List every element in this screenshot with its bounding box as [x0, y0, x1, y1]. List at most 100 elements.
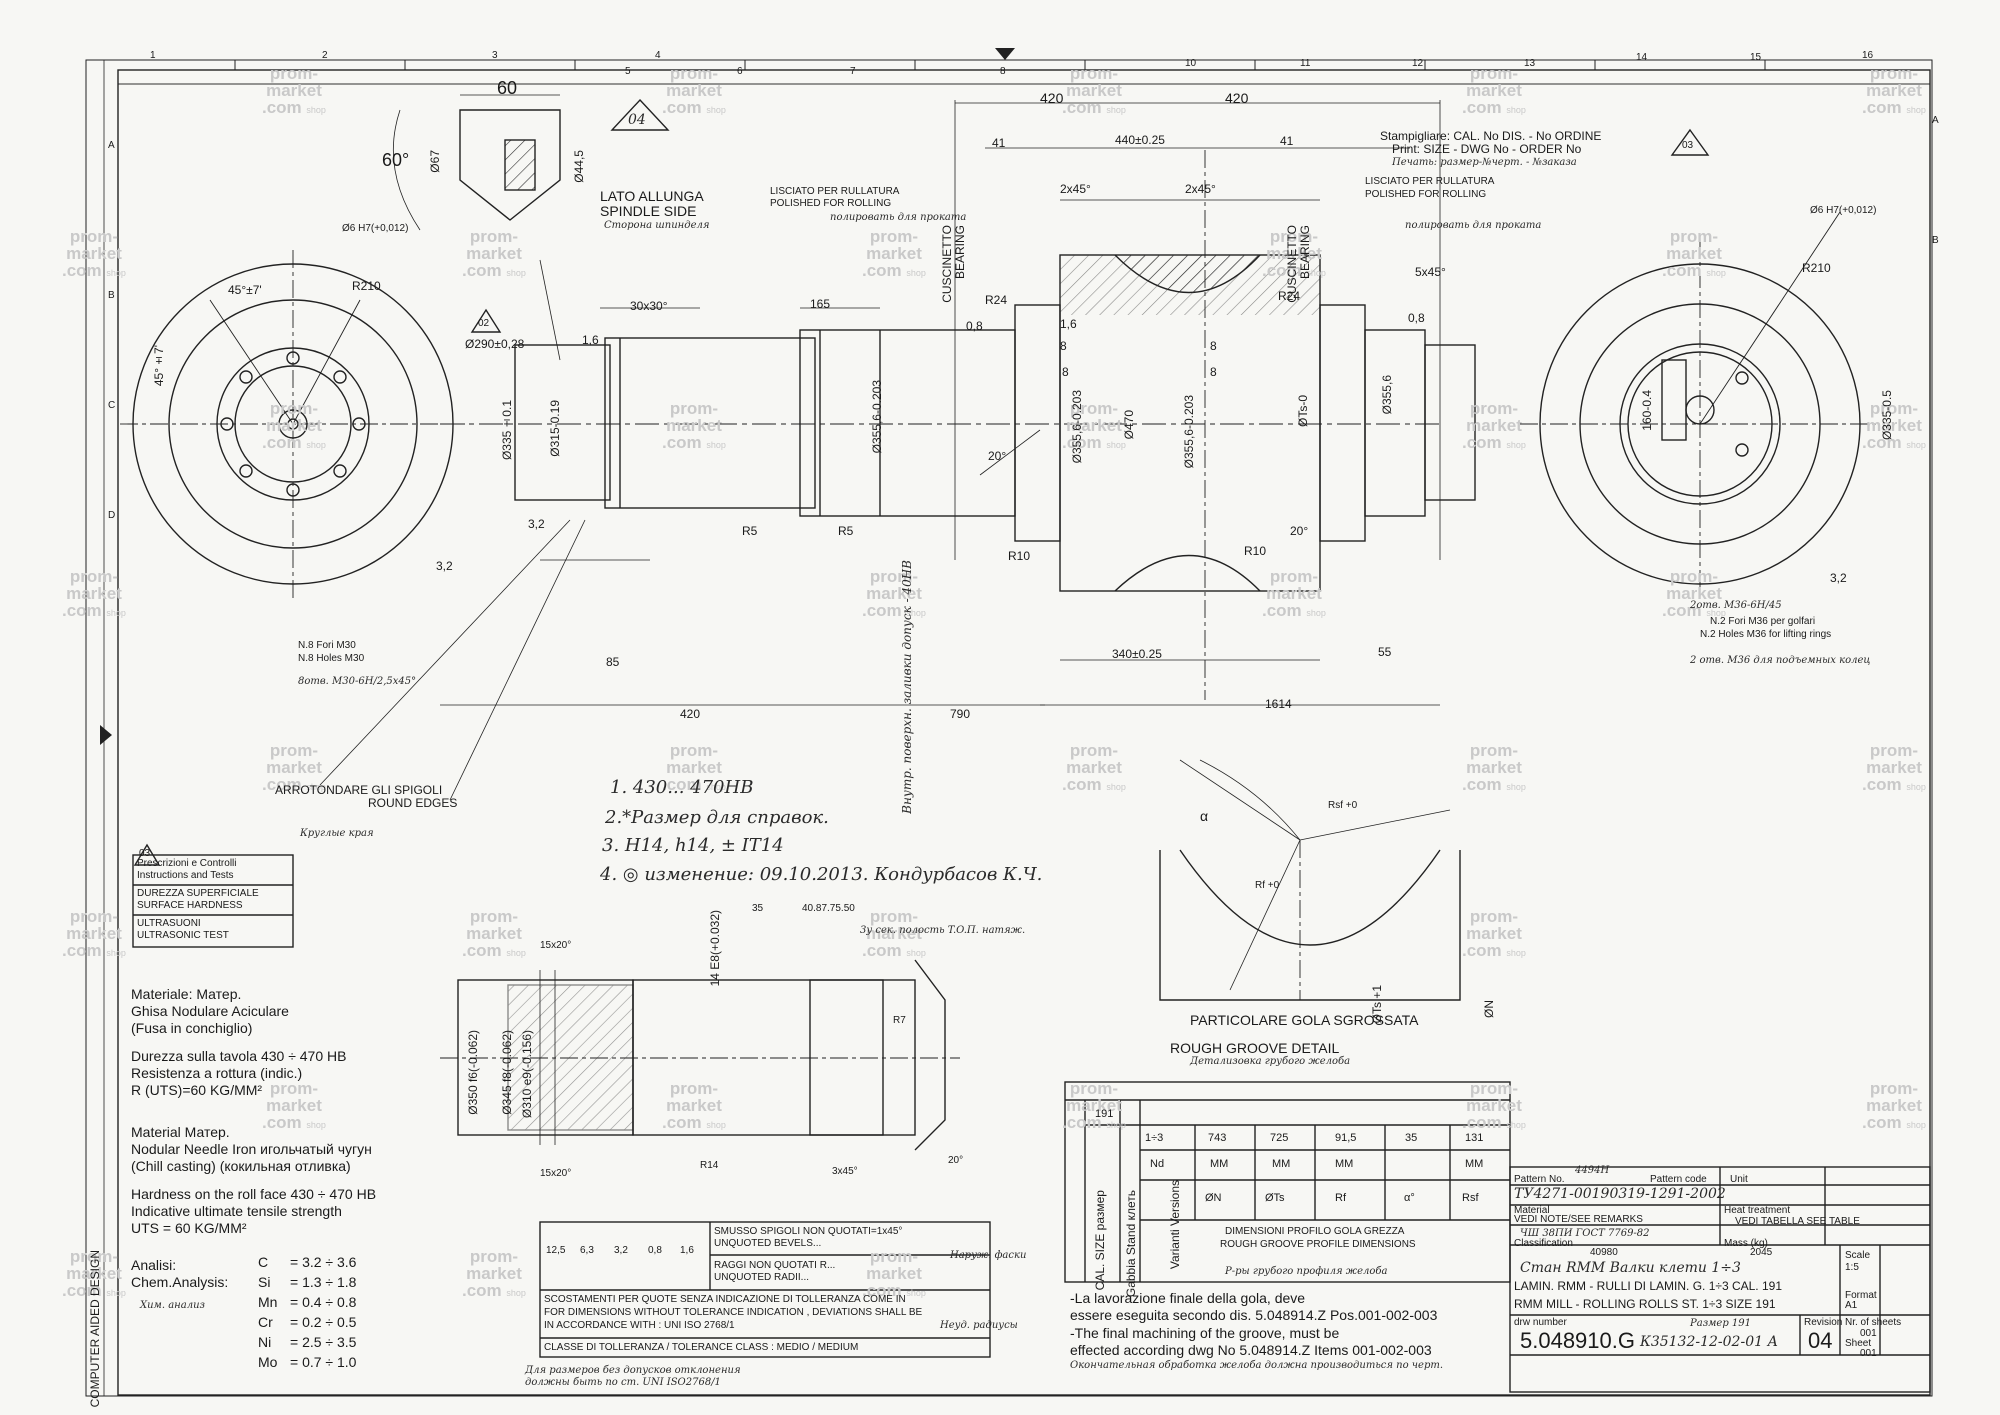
tests-row-3-en: ULTRASONIC TEST	[137, 930, 229, 941]
groove-unit: MM	[1272, 1158, 1291, 1170]
radius-r24-right: R24	[1278, 289, 1301, 303]
groove-table-header-ru: Р-ры грубого профиля желоба	[1225, 1266, 1388, 1277]
groove-unit: MM	[1210, 1158, 1229, 1170]
chamfer-5x45: 5x45°	[1415, 265, 1446, 279]
column-label-6: 6	[737, 66, 743, 77]
watermark: prom-market.com shop	[1462, 907, 1526, 960]
analysis-element: Mo	[258, 1354, 278, 1370]
groove-nd: Nd	[1150, 1158, 1165, 1170]
holes-left-en: N.8 Holes M30	[298, 653, 365, 664]
bearing-left-label-en: BEARING	[953, 225, 967, 280]
roughness-3-2-c: 3,2	[1830, 571, 1847, 585]
dia-355-6-b: Ø355,6-0.203	[1070, 390, 1084, 464]
title-label-pattern: Pattern No.	[1514, 1174, 1565, 1185]
title-label-heat: Heat treatment	[1724, 1205, 1791, 1216]
section-note-ru: 3у сек. полость T.O.П. натяж.	[860, 925, 1026, 936]
polished-right-en: POLISHED FOR ROLLING	[1365, 189, 1487, 200]
title-label-rev: Revision	[1804, 1317, 1843, 1328]
title-drawing-number: 5.048910.G	[1520, 1328, 1635, 1353]
title-label-scale: Scale	[1845, 1250, 1871, 1261]
column-label-2: 2	[322, 50, 328, 61]
column-label-11: 11	[1300, 58, 1311, 69]
machining-note-en-2: effected according dwg No 5.048914.Z Ite…	[1070, 1342, 1432, 1358]
analysis-element: C	[258, 1254, 269, 1270]
groove-alpha: α	[1200, 808, 1209, 824]
roll-main-view	[319, 100, 1476, 801]
groove-col-stand: Gabbia Stand клеть	[1124, 1190, 1138, 1298]
dia-290: Ø290±0,28	[465, 337, 525, 351]
tests-row-3-it: ULTRASUONI	[137, 918, 201, 929]
watermark: prom-market.com shop	[62, 227, 126, 280]
radius-r210-right: R210	[1802, 261, 1831, 275]
groove-detail-title-it: PARTICOLARE GOLA SGROSSATA	[1190, 1012, 1419, 1028]
material-en-1: Material Матер.	[131, 1124, 230, 1140]
note-reference: 2.*Размер для справок.	[605, 807, 829, 828]
analysis-element: Cr	[258, 1314, 273, 1330]
dia-345-f8: Ø345 f8(-0.062)	[500, 1030, 514, 1115]
dim-85: 85	[606, 655, 620, 669]
title-scale: 1:5	[1845, 1262, 1859, 1273]
watermark: prom-market.com shop	[662, 741, 726, 794]
bevel-en: UNQUOTED BEVELS...	[714, 1238, 822, 1249]
groove-value-ts: 725	[1270, 1132, 1289, 1144]
tolerance-en-2: IN ACCORDANCE WITH : UNI ISO 2768/1	[544, 1320, 735, 1331]
tests-row-1-it: Prescrizioni e Controlli	[137, 858, 237, 869]
title-label-sheets: Nr. of sheets	[1845, 1317, 1902, 1328]
title-revision: 04	[1808, 1328, 1833, 1353]
roughness-symbol: 6,3	[580, 1245, 594, 1256]
holes-right-it: N.2 Fori M36 per golfari	[1710, 616, 1816, 627]
groove-detail-title-ru: Детализовка грубого желоба	[1190, 1056, 1351, 1067]
watermark: prom-market.com shop	[1462, 64, 1526, 117]
dia-67: Ø67	[428, 150, 442, 173]
material-it-6: R (UTS)=60 KG/MM²	[131, 1082, 263, 1098]
groove-col-size: CAL. SIZE размер	[1093, 1190, 1107, 1291]
groove-ts: ØTs +1	[1370, 985, 1384, 1024]
groove-stand: 1÷3	[1145, 1132, 1164, 1144]
holes-left-ru: 8отв. M30-6H/2,5x45°	[298, 676, 417, 687]
dim-160: 160-0.4	[1640, 390, 1654, 431]
groove-unit: MM	[1465, 1158, 1484, 1170]
watermark: prom-market.com shop	[262, 741, 326, 794]
groove-value-n: 743	[1208, 1132, 1227, 1144]
holes-left-it: N.8 Fori M30	[298, 640, 356, 651]
roughness-0-8-left: 0,8	[966, 319, 983, 333]
roughness-1-6-spindle: 1,6	[582, 333, 599, 347]
material-it-5: Resistenza a rottura (indic.)	[131, 1065, 303, 1081]
polished-left-en: POLISHED FOR ROLLING	[770, 198, 892, 209]
column-label-15: 15	[1750, 52, 1762, 63]
dim-440: 440±0.25	[1115, 133, 1165, 147]
material-en-2: Nodular Needle Iron игольчатый чугун	[131, 1141, 372, 1157]
groove-detail-title-en: ROUGH GROOVE DETAIL	[1170, 1040, 1340, 1056]
watermark: prom-market.com shop	[662, 1079, 726, 1132]
row-label-b-right: B	[1932, 235, 1939, 246]
dim-1614: 1614	[1265, 697, 1292, 711]
dia-315: Ø315-0.19	[548, 400, 562, 457]
analysis-value: = 1.3 ÷ 1.8	[290, 1274, 357, 1290]
dim-420-top-left: 420	[1040, 90, 1064, 106]
holes-right-en: N.2 Holes M36 for lifting rings	[1700, 629, 1832, 640]
groove-value-alpha: 35	[1405, 1132, 1418, 1144]
title-description-en: RMM MILL - ROLLING ROLLS ST. 1÷3 SIZE 19…	[1514, 1297, 1776, 1311]
dim-420-bottom: 420	[680, 707, 701, 721]
title-ru-number: К35132-12-02-01 А	[1640, 1334, 1779, 1350]
groove-value-rsf: 131	[1465, 1132, 1484, 1144]
column-label-13: 13	[1524, 58, 1536, 69]
row-label-d: D	[108, 510, 116, 521]
dia-ts: ØTs-0	[1296, 395, 1310, 428]
dia-350-f6: Ø350 f6(-0.062)	[466, 1030, 480, 1115]
radii-en: UNQUOTED RADII...	[714, 1272, 810, 1283]
chamfer-3x45: 3x45°	[832, 1166, 858, 1177]
revision-badge-04	[610, 98, 670, 131]
tolerance-it: SCOSTAMENTI PER QUOTE SENZA INDICAZIONE …	[544, 1294, 906, 1305]
chamfer-15x20-top: 15x20°	[540, 940, 572, 951]
polished-right-ru: полировать для проката	[1405, 220, 1542, 231]
title-label-material: Material	[1514, 1205, 1550, 1216]
radius-r210-left: R210	[352, 279, 381, 293]
watermark: prom-market.com shop	[62, 907, 126, 960]
dim-340: 340±0.25	[1112, 647, 1162, 661]
row-label-a-right: A	[1932, 115, 1939, 126]
internal-surface-note: Внутр. поверхн. заливки допуск - 40НВ	[900, 560, 914, 814]
radii-it: RAGGI NON QUOTATI R...	[714, 1260, 836, 1271]
analysis-it: Analisi:	[131, 1257, 177, 1273]
watermark: prom-market.com shop	[1062, 64, 1126, 117]
